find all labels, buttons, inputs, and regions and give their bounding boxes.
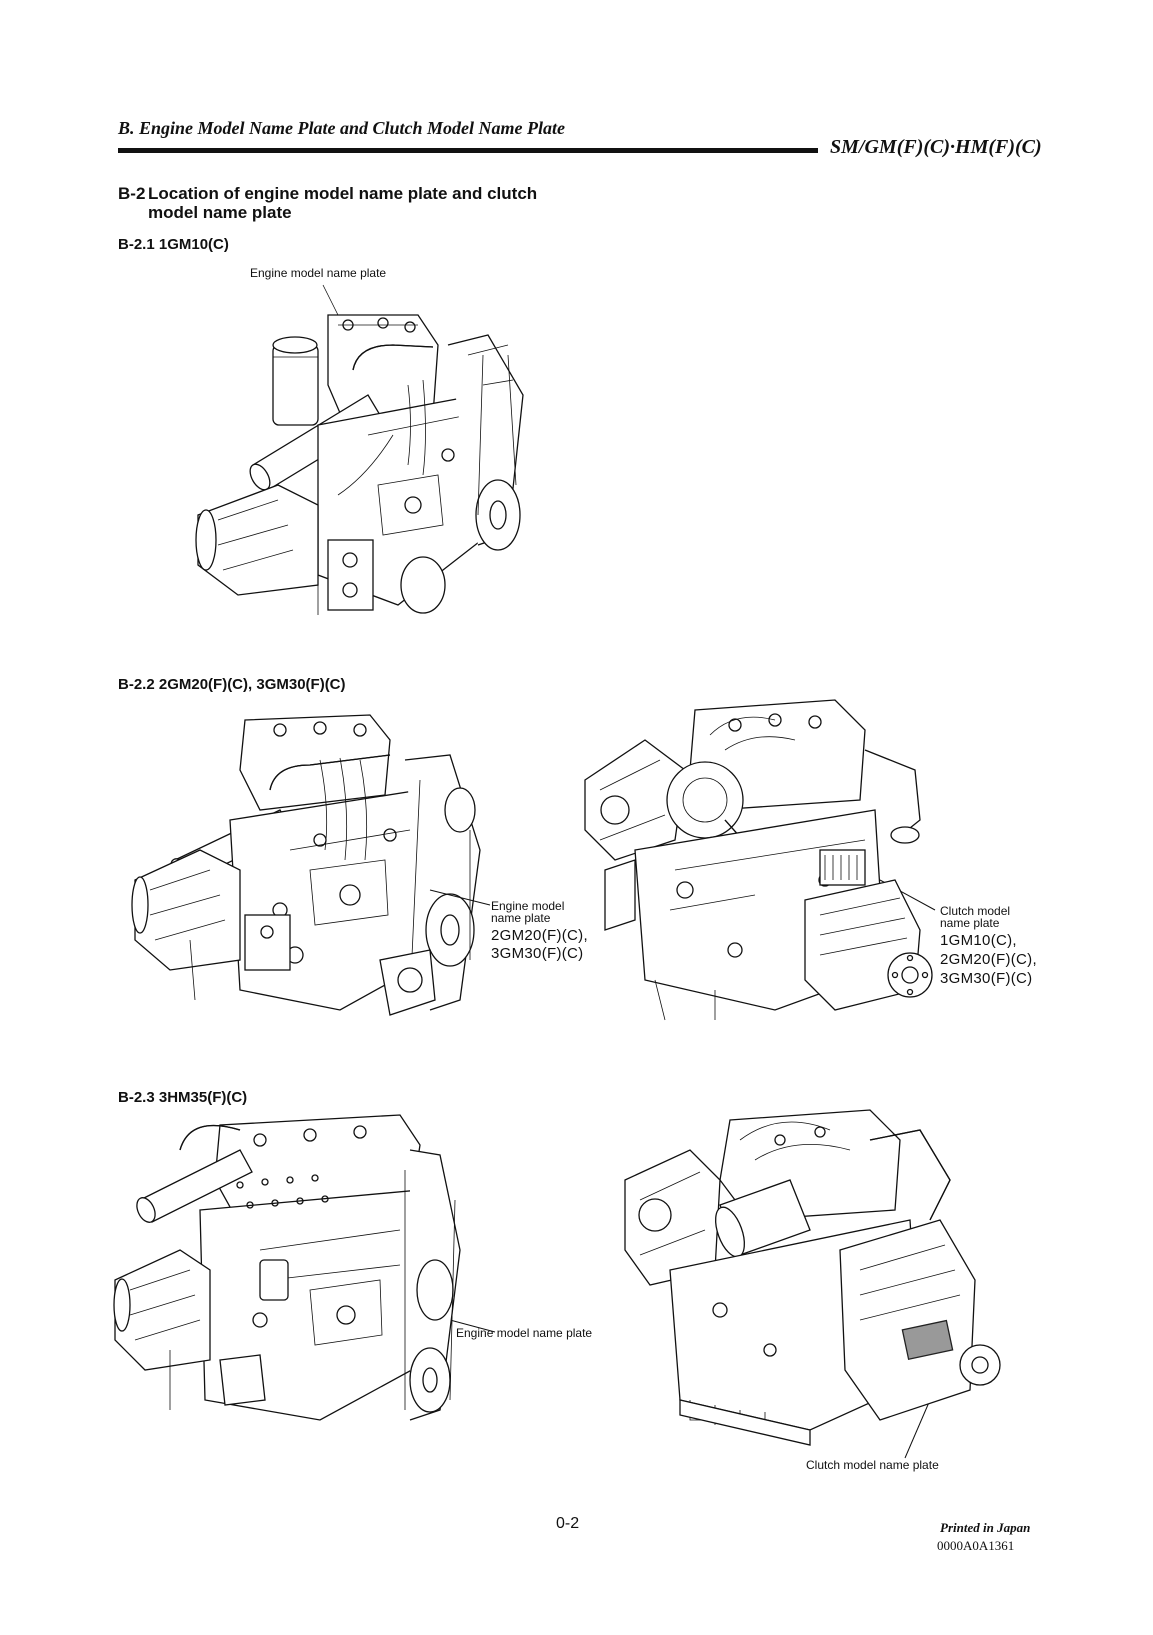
callout-engine-plate-2gm-line2: name plate xyxy=(491,911,551,925)
section-number: B-2 xyxy=(118,184,146,203)
printed-in-japan: Printed in Japan xyxy=(940,1520,1031,1535)
leader-engine-plate-2gm xyxy=(429,889,491,906)
header-model-series: SM/GM(F)(C)·HM(F)(C) xyxy=(830,136,1042,158)
engine-3hm35-front-illustration xyxy=(113,1114,461,1421)
engine-2gm20-rear-illustration xyxy=(584,699,933,1021)
leader-clutch-plate-3hm xyxy=(904,1399,931,1459)
header-title: B. Engine Model Name Plate and Clutch Mo… xyxy=(118,118,565,138)
callout-engine-plate-2gm-model-2: 3GM30(F)(C) xyxy=(491,945,584,962)
callout-clutch-plate-2gm-line1: Clutch model xyxy=(940,904,1011,918)
page-number: 0-2 xyxy=(556,1515,580,1532)
callout-engine-plate-1gm10: Engine model name plate xyxy=(250,266,387,280)
callout-engine-plate-2gm-model-1: 2GM20(F)(C), xyxy=(491,927,588,944)
subsection-heading-b22: B-2.2 2GM20(F)(C), 3GM30(F)(C) xyxy=(118,676,346,693)
document-code: 0000A0A1361 xyxy=(937,1538,1015,1553)
engine-1gm10-illustration xyxy=(195,284,524,615)
callout-engine-plate-3hm: Engine model name plate xyxy=(456,1326,593,1340)
callout-clutch-plate-model-2: 2GM20(F)(C), xyxy=(940,951,1037,968)
callout-clutch-plate-2gm-line2: name plate xyxy=(940,916,1000,930)
subsection-heading-b23: B-2.3 3HM35(F)(C) xyxy=(118,1089,248,1106)
engine-3hm35-rear-illustration xyxy=(624,1109,1001,1446)
callout-clutch-plate-3hm: Clutch model name plate xyxy=(806,1458,939,1472)
section-title-line1: Location of engine model name plate and … xyxy=(148,184,538,203)
callout-engine-plate-2gm-line1: Engine model xyxy=(491,899,565,913)
leader-engine-plate-3hm xyxy=(449,1319,496,1333)
section-title-line2: model name plate xyxy=(148,203,292,222)
callout-clutch-plate-model-3: 3GM30(F)(C) xyxy=(940,970,1033,987)
subsection-heading-b21: B-2.1 1GM10(C) xyxy=(118,236,229,253)
callout-clutch-plate-model-1: 1GM10(C), xyxy=(940,932,1017,949)
header-rule xyxy=(118,148,818,153)
engine-2gm20-front-illustration xyxy=(131,714,481,1016)
